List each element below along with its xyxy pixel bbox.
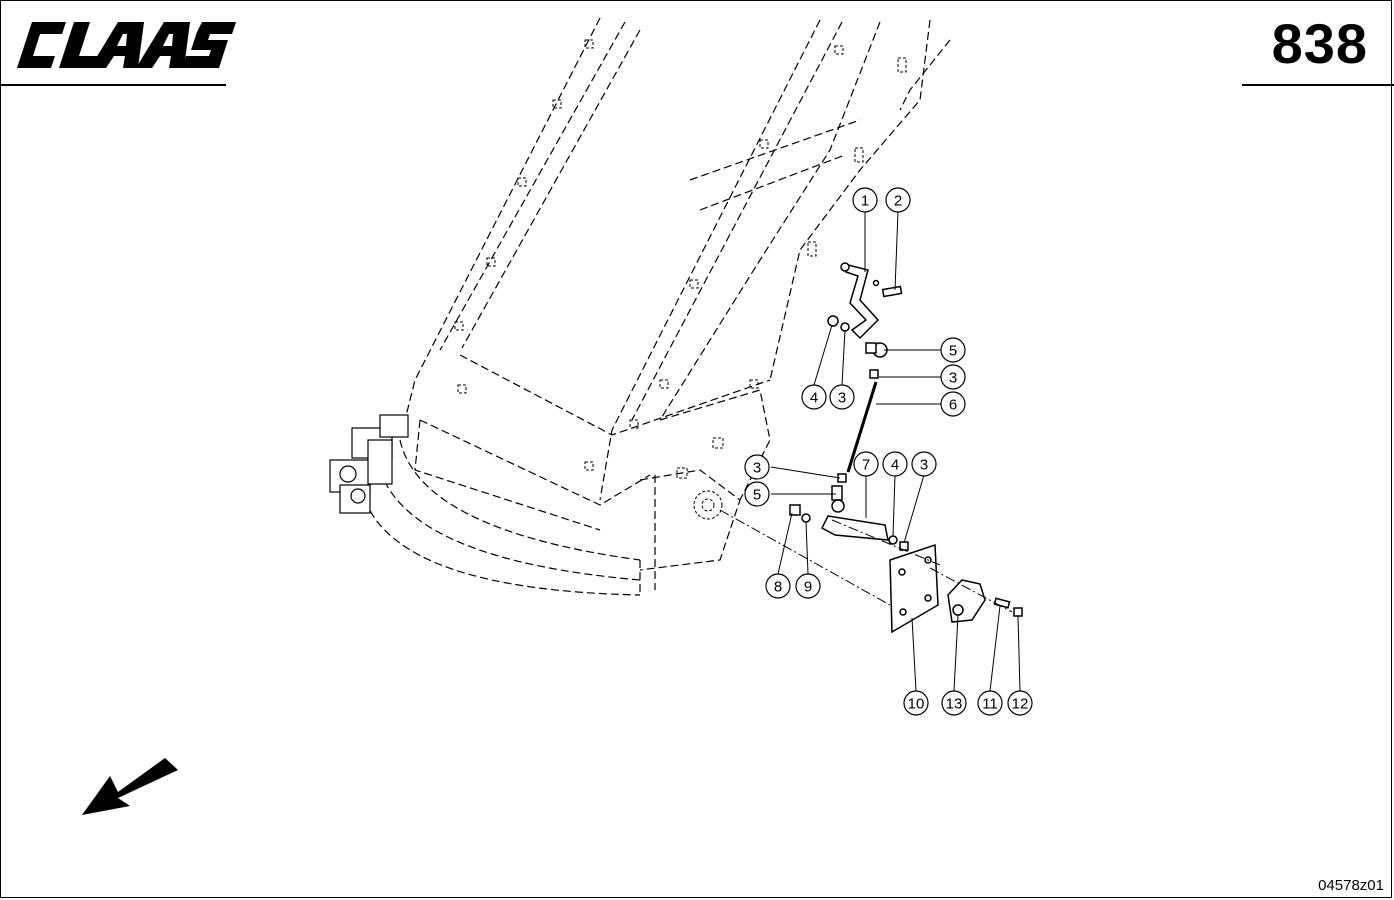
hydraulic-block xyxy=(329,414,409,514)
callout-label: 5 xyxy=(753,487,761,504)
callout-1: 1 xyxy=(852,187,878,213)
callout-circle xyxy=(977,690,1003,716)
callout-circle xyxy=(941,690,967,716)
callout-13: 13 xyxy=(941,690,967,716)
callout-label: 4 xyxy=(810,390,818,407)
callout-circle xyxy=(940,364,966,390)
callout-10: 10 xyxy=(903,690,929,716)
callout-circle xyxy=(882,451,908,477)
callout-circle xyxy=(744,481,770,507)
linkage-parts xyxy=(789,262,1023,634)
callout-3: 3 xyxy=(744,454,770,480)
callout-circle xyxy=(911,451,937,477)
callout-circle xyxy=(853,451,879,477)
claas-logo xyxy=(17,22,236,68)
callout-label: 5 xyxy=(949,343,957,360)
callout-label: 3 xyxy=(838,390,846,407)
direction-arrow-icon xyxy=(82,758,178,815)
callout-3: 3 xyxy=(829,384,855,410)
callout-circle xyxy=(852,187,878,213)
alignment-lines xyxy=(719,509,1013,613)
callout-12: 12 xyxy=(1007,690,1033,716)
callout-3: 3 xyxy=(940,364,966,390)
page-number: 838 xyxy=(1271,12,1368,75)
callout-circle xyxy=(765,573,791,599)
callout-circle xyxy=(829,384,855,410)
callout-label: 12 xyxy=(1012,696,1029,713)
callout-label: 4 xyxy=(891,457,899,474)
drawing-reference: 04578z01 xyxy=(1318,877,1384,894)
callout-8: 8 xyxy=(765,573,791,599)
callout-circle xyxy=(795,573,821,599)
callout-label: 3 xyxy=(949,370,957,387)
callout-label: 7 xyxy=(862,457,870,474)
callout-label: 1 xyxy=(861,193,869,210)
callout-label: 8 xyxy=(774,579,782,596)
callout-circle xyxy=(940,391,966,417)
page-number-underline xyxy=(1242,84,1394,86)
callout-label: 10 xyxy=(908,696,925,713)
callout-circle xyxy=(940,337,966,363)
callout-label: 3 xyxy=(753,460,761,477)
callout-circle xyxy=(744,454,770,480)
callout-3: 3 xyxy=(911,451,937,477)
callout-label: 11 xyxy=(982,696,998,713)
callout-4: 4 xyxy=(882,451,908,477)
callout-label: 13 xyxy=(946,696,963,713)
callout-circle xyxy=(885,187,911,213)
callout-label: 3 xyxy=(920,457,928,474)
callout-5: 5 xyxy=(940,337,966,363)
callout-label: 9 xyxy=(804,579,812,596)
machine-frame xyxy=(364,17,951,596)
callout-circle xyxy=(903,690,929,716)
callout-6: 6 xyxy=(940,391,966,417)
callout-4: 4 xyxy=(801,384,827,410)
callout-11: 11 xyxy=(977,690,1003,716)
frame-holes xyxy=(454,39,907,520)
callout-5: 5 xyxy=(744,481,770,507)
callout-2: 2 xyxy=(885,187,911,213)
leader-lines xyxy=(770,210,1021,692)
callout-circle xyxy=(801,384,827,410)
logo-underline xyxy=(0,84,226,86)
callout-label: 6 xyxy=(949,397,957,414)
callout-label: 2 xyxy=(894,193,902,210)
callout-circle xyxy=(1007,690,1033,716)
callout-9: 9 xyxy=(795,573,821,599)
callout-7: 7 xyxy=(853,451,879,477)
